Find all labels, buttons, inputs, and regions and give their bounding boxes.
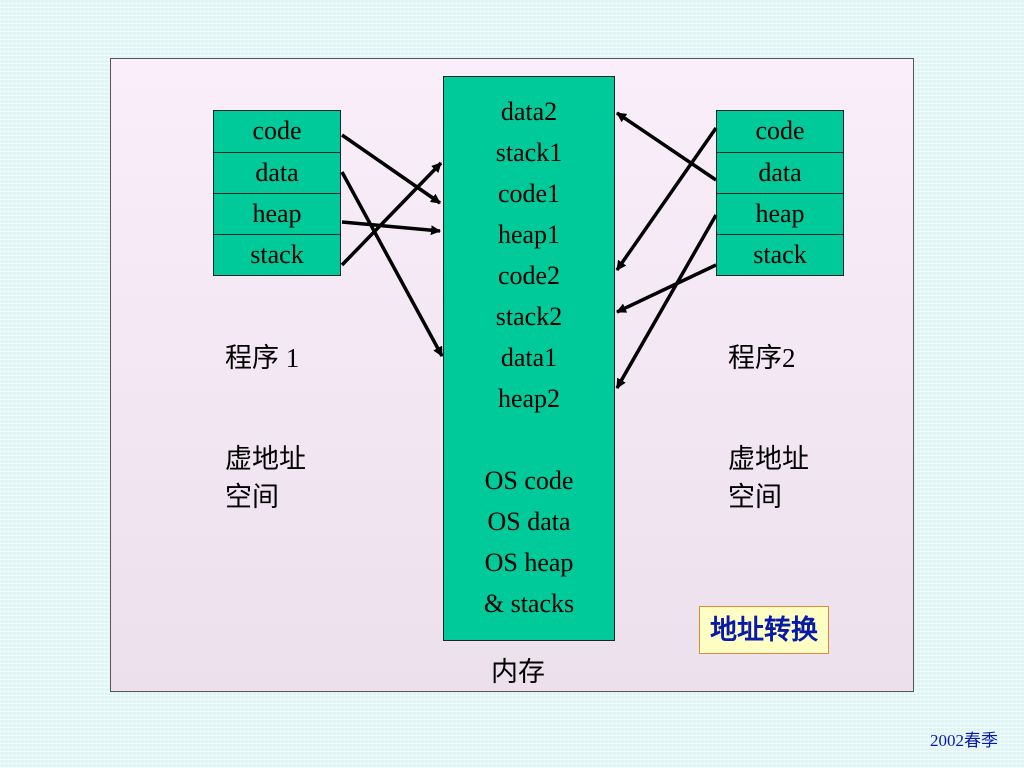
arrow-p2-stack-to-stack2 (616, 263, 717, 314)
memory-line-data1: data1 (500, 343, 558, 372)
program1-stack-segment: stack (214, 234, 340, 275)
physical-memory: data2 stack1 code1 heap1 code2 stack2 da… (443, 76, 615, 641)
arrow-p1-code-to-code1 (341, 133, 441, 205)
memory-line-heap1: heap1 (497, 220, 561, 249)
program1-address-space: code data heap stack (213, 110, 341, 276)
memory-line-os-stacks: & stacks (483, 589, 575, 618)
memory-line-os-code: OS code (484, 466, 574, 495)
program2-address-space: code data heap stack (716, 110, 844, 276)
program2-code-segment: code (755, 116, 805, 145)
program1-va-line2: 空间 (225, 482, 279, 512)
memory-line-heap2: heap2 (497, 384, 561, 413)
memory-line-os-heap: OS heap (484, 548, 574, 577)
program1-va-caption: 虚地址 空间 (225, 440, 335, 516)
program2-label: 程序2 (728, 343, 796, 373)
program1-label: 程序 1 (225, 343, 300, 373)
program2-va-line2: 空间 (728, 482, 782, 512)
program2-heap-segment: heap (717, 193, 843, 234)
program1-code-segment: code (252, 116, 302, 145)
arrow-p1-stack-to-stack1 (340, 161, 443, 267)
footer-date: 2002春季 (930, 731, 998, 750)
memory-line-code1: code1 (497, 179, 561, 208)
arrow-p2-data-to-data2 (616, 111, 717, 182)
program1-data-segment: data (214, 152, 340, 193)
arrow-p2-code-to-code2 (615, 126, 718, 272)
address-translation-tag: 地址转换 (699, 606, 829, 654)
memory-line-stack2: stack2 (495, 302, 563, 331)
program1-heap-segment: heap (214, 193, 340, 234)
program2-va-caption: 虚地址 空间 (728, 440, 838, 516)
arrow-p1-data-to-data1 (340, 171, 444, 357)
memory-line-data2: data2 (500, 97, 558, 126)
arrow-p1-heap-to-heap1 (341, 220, 441, 236)
program2-va-line1: 虚地址 (728, 444, 809, 474)
program2-data-segment: data (717, 152, 843, 193)
memory-line-os-data: OS data (487, 507, 571, 536)
memory-label: 内存 (491, 657, 545, 687)
arrow-p2-heap-to-heap2 (615, 214, 718, 389)
memory-line-stack1: stack1 (495, 138, 563, 167)
program2-stack-segment: stack (717, 234, 843, 275)
memory-line-code2: code2 (497, 261, 561, 290)
program1-va-line1: 虚地址 (225, 444, 306, 474)
